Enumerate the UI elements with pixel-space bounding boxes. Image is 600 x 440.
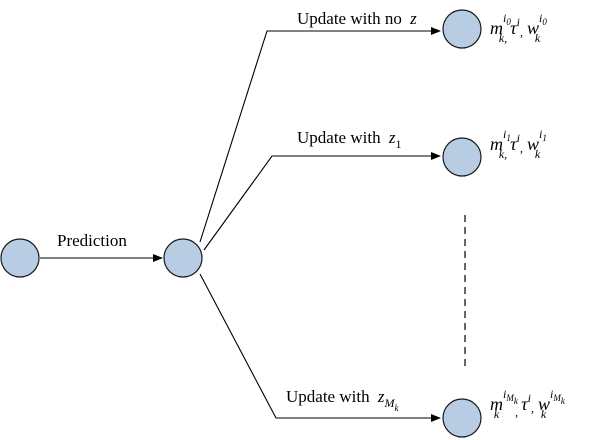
prior-state-node xyxy=(0,238,40,278)
state-node-zM xyxy=(442,398,482,438)
state-node-no-z xyxy=(442,9,482,49)
predicted-state-node xyxy=(163,238,203,278)
update-z1-edge xyxy=(203,152,441,251)
state-node-z1 xyxy=(442,137,482,177)
update-no-z-edge xyxy=(199,27,441,243)
update-no-z-label: Update with no z xyxy=(297,9,417,28)
update-z1-label: Update with z1 xyxy=(297,128,401,151)
update-zM-edge xyxy=(199,273,441,422)
prediction-label: Prediction xyxy=(57,231,127,250)
update-zM-label: Update with zMk xyxy=(286,387,399,413)
